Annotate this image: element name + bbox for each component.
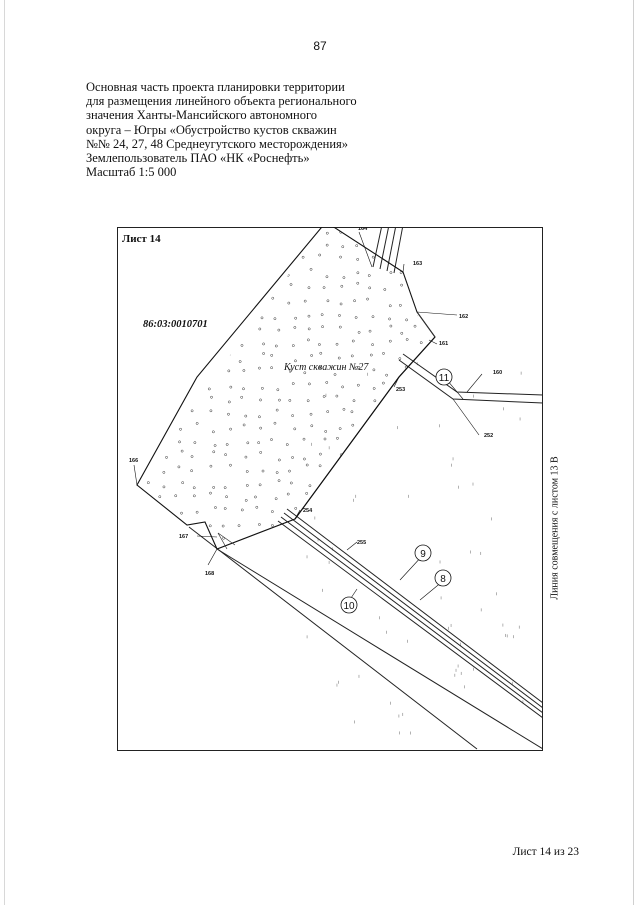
cluster-boundary	[136, 227, 436, 550]
sheet-counter: Лист 14 из 23	[512, 846, 579, 858]
scan-edge-left	[4, 0, 5, 905]
header-line: №№ 24, 27, 48 Среднеугутского месторожде…	[86, 136, 349, 151]
document-header: Основная часть проекта планировки террит…	[86, 80, 386, 179]
header-line: Основная часть проекта планировки террит…	[86, 80, 345, 94]
cluster-label: Куст скважин №27	[284, 362, 369, 373]
point-labels: 155 164 163 162 161 160 253 252 166 254 …	[129, 227, 502, 577]
point-label: 167	[179, 534, 188, 540]
road-lines	[188, 227, 543, 750]
scan-edge-right	[633, 0, 634, 905]
line-marker-9: 9	[399, 544, 432, 581]
point-label: 161	[439, 341, 448, 347]
point-label: 164	[358, 227, 368, 232]
line-marker-8: 8	[419, 569, 452, 601]
line-marker-10: 10	[340, 588, 358, 614]
header-line: Землепользователь ПАО «НК «Роснефть»	[86, 151, 310, 166]
line-marker-label: 11	[439, 373, 450, 384]
point-label: 252	[484, 433, 493, 439]
line-number-markers: 11 9 8 10	[340, 368, 464, 614]
sheet-label: Лист 14	[122, 233, 161, 245]
planning-map: 11 9 8 10 155 164 163 162 161 160 253 25…	[129, 227, 543, 750]
point-label: 166	[129, 458, 138, 464]
point-label: 162	[459, 314, 468, 320]
point-label: 255	[357, 540, 366, 546]
inner-outline	[217, 311, 436, 550]
header-line: значения Ханты-Мансийского автономного	[86, 108, 318, 123]
map-frame	[117, 227, 543, 751]
leader-lines	[133, 231, 483, 566]
header-line: для размещения линейного объекта региона…	[86, 94, 357, 109]
header-line: округа – Югры «Обустройство кустов скваж…	[86, 122, 337, 137]
line-marker-label: 10	[343, 601, 355, 612]
cadastral-number: 86:03:0010701	[143, 319, 208, 330]
junction-line-note: Линия совмещения с листом 13 В	[544, 456, 566, 599]
point-label: 253	[396, 387, 405, 393]
scale-line: Масштаб 1:5 000	[86, 165, 177, 180]
line-marker-11: 11	[435, 368, 464, 400]
junction-line-text: Линия совмещения с листом 13 В	[549, 456, 561, 600]
point-label: 168	[205, 571, 214, 577]
line-marker-label: 9	[420, 549, 426, 560]
point-label: 160	[493, 370, 502, 376]
page-number: 87	[313, 39, 327, 53]
cluster-pad-stipple	[137, 227, 435, 549]
point-label: 163	[413, 261, 422, 267]
point-label: 254	[303, 508, 313, 514]
line-marker-label: 8	[440, 574, 446, 585]
